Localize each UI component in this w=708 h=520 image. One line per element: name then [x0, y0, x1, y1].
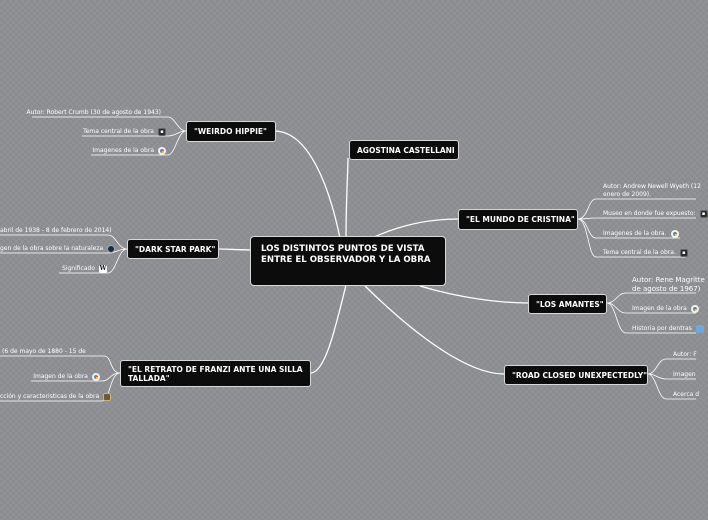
leaf-amantes-history[interactable]: Historia por dentras: [632, 325, 704, 333]
wikipedia-icon: W: [99, 265, 107, 273]
topic-weirdo-hippie[interactable]: "WEIRDO HIPPIE": [186, 121, 276, 142]
picture-icon: [92, 373, 100, 381]
leaf-weirdo-author[interactable]: Autor: Robert Crumb (30 de agosto de 194…: [26, 109, 161, 117]
leaf-amantes-author[interactable]: Autor: Rene Magritte de agosto de 1967): [632, 276, 705, 294]
leaf-road-image-text: Imagen: [673, 371, 696, 378]
topic-road-closed-unexpectedly-label: "ROAD CLOSED UNEXPECTEDLY": [512, 370, 648, 380]
link-central-darkstar: [218, 248, 253, 251]
leaf-road-author-text: Autor: F: [673, 351, 697, 358]
leaf-darkstar-author-text: abril de 1938 - 8 de febrero de 2014): [0, 227, 112, 234]
leaf-cristina-images-text: Imagenes de la obra.: [603, 230, 667, 237]
central-topic-label: LOS DISTINTOS PUNTOS DE VISTA ENTRE EL O…: [261, 244, 431, 265]
link-icon: [695, 325, 704, 333]
leaf-amantes-image-text: Imagen de la obra: [632, 305, 687, 312]
leaf-franzi-description[interactable]: cción y caracteristicas de la obra: [0, 393, 112, 401]
leaf-road-about-text: Acerca d: [673, 391, 700, 398]
leaf-darkstar-meaning-text: Significado: [62, 265, 95, 272]
leaf-franzi-author-text: (6 de mayo de 1880 - 15 de: [2, 348, 86, 355]
central-topic[interactable]: LOS DISTINTOS PUNTOS DE VISTA ENTRE EL O…: [250, 236, 446, 286]
globe-icon: [107, 245, 116, 253]
leaf-cristina-author-line2: enero de 2009).: [603, 191, 652, 198]
topic-el-mundo-de-cristina-label: "EL MUNDO DE CRISTINA": [466, 215, 575, 224]
leaf-cristina-images[interactable]: Imagenes de la obra.: [603, 230, 679, 238]
leaf-weirdo-author-text: Autor: Robert Crumb (30 de agosto de 194…: [26, 109, 161, 116]
image-icon: ▪: [699, 210, 708, 218]
link-central-amantes: [419, 285, 529, 304]
leaf-weirdo-theme-text: Tema central de la obra: [83, 128, 154, 135]
leaf-darkstar-image[interactable]: gen de la obra sobre la naturaleza: [0, 245, 116, 253]
leaf-franzi-description-text: cción y caracteristicas de la obra: [0, 393, 100, 400]
picture-icon: [670, 230, 679, 238]
leaf-cristina-museum-text: Museo en donde fue expuesto:: [603, 210, 696, 217]
link-central-road: [364, 285, 505, 375]
leaf-cristina-author[interactable]: Autor: Andrew Newell Wyeth (12 enero de …: [603, 183, 701, 199]
leaf-darkstar-meaning[interactable]: Significado W: [62, 265, 107, 273]
link-central-weirdo: [274, 130, 341, 239]
leaf-cristina-theme-text: Tema central de la obra.: [603, 249, 676, 256]
leaf-franzi-image[interactable]: Imagen de la obra: [33, 373, 100, 381]
leaf-amantes-author-line2: de agosto de 1967): [632, 285, 701, 293]
image-icon: ▪: [679, 249, 688, 257]
leaf-weirdo-images-text: Imagenes de la obra: [92, 147, 154, 154]
leaf-cristina-theme[interactable]: Tema central de la obra.▪: [603, 249, 688, 257]
picture-icon: [158, 147, 166, 155]
leaf-road-about[interactable]: Acerca d: [673, 391, 699, 399]
link-central-agostina: [345, 157, 349, 239]
leaf-franzi-image-text: Imagen de la obra: [33, 373, 88, 380]
leaf-road-author[interactable]: Autor: F: [673, 351, 697, 359]
topic-los-amantes-label: "LOS AMANTES": [536, 299, 604, 309]
topic-el-mundo-de-cristina[interactable]: "EL MUNDO DE CRISTINA": [458, 209, 578, 230]
leaf-franzi-author[interactable]: (6 de mayo de 1880 - 15 de: [2, 348, 86, 356]
leaf-darkstar-image-text: gen de la obra sobre la naturaleza: [0, 245, 104, 252]
leaf-road-image[interactable]: Imagen: [673, 371, 696, 379]
link-central-franzi: [310, 284, 347, 374]
leaf-darkstar-author[interactable]: abril de 1938 - 8 de febrero de 2014): [0, 227, 112, 235]
topic-dark-star-park[interactable]: "DARK STAR PARK": [127, 239, 219, 259]
picture-icon: [690, 305, 699, 313]
leaf-weirdo-images[interactable]: Imagenes de la obra: [92, 147, 166, 155]
topic-dark-star-park-label: "DARK STAR PARK": [135, 244, 216, 254]
topic-los-amantes[interactable]: "LOS AMANTES": [528, 294, 607, 314]
topic-franzi-label: "EL RETRATO DE FRANZI ANTE UNA SILLA TAL…: [128, 364, 303, 383]
topic-agostina-castellani-label: AGOSTINA CASTELLANI: [357, 145, 455, 155]
topic-weirdo-hippie-label: "WEIRDO HIPPIE": [194, 127, 267, 136]
image-icon: ▪: [158, 128, 166, 136]
topic-franzi[interactable]: "EL RETRATO DE FRANZI ANTE UNA SILLA TAL…: [120, 360, 311, 387]
leaf-amantes-history-text: Historia por dentras: [632, 325, 692, 332]
topic-road-closed-unexpectedly[interactable]: "ROAD CLOSED UNEXPECTEDLY": [504, 365, 648, 385]
leaf-amantes-author-line1: Autor: Rene Magritte: [632, 276, 705, 284]
leaf-cristina-author-line1: Autor: Andrew Newell Wyeth (12: [603, 183, 701, 190]
leaf-amantes-image[interactable]: Imagen de la obra: [632, 305, 699, 313]
portrait-icon: [103, 393, 112, 401]
link-central-cristina: [371, 218, 459, 239]
topic-agostina-castellani[interactable]: AGOSTINA CASTELLANI: [349, 140, 459, 160]
leaf-weirdo-theme[interactable]: Tema central de la obra ▪: [83, 128, 166, 136]
leaf-cristina-museum[interactable]: Museo en donde fue expuesto:▪: [603, 210, 708, 218]
